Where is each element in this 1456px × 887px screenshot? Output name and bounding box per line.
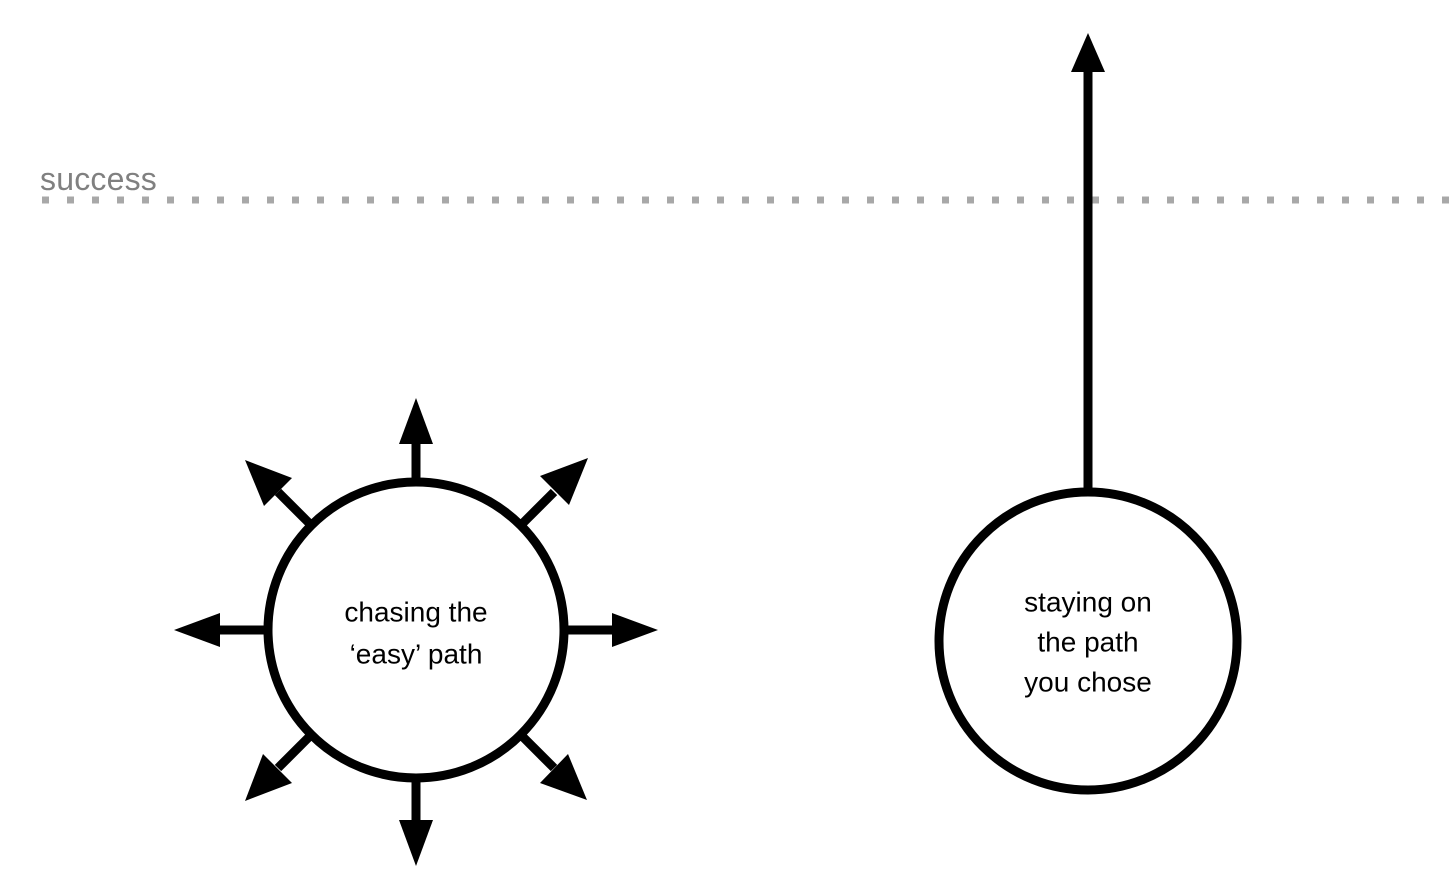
focused-node-label-line-3: you chose <box>1024 666 1152 697</box>
arrow-up-icon <box>399 398 433 482</box>
scattered-node-label-line-1: chasing the <box>344 596 487 627</box>
arrow-right-icon <box>564 613 658 647</box>
focused-node-label-line-1: staying on <box>1024 586 1152 617</box>
success-goal-group: success <box>40 161 1456 204</box>
focused-arrow-group <box>1071 33 1105 492</box>
scattered-node-circle <box>263 477 569 783</box>
arrow-left-icon <box>174 613 268 647</box>
scattered-arrows-group <box>174 398 658 866</box>
arrow-down-icon <box>399 778 433 866</box>
scattered-node-label-line-2: ‘easy’ path <box>350 638 483 669</box>
arrow-down-right-icon <box>517 731 587 800</box>
focused-node-circle <box>934 487 1242 795</box>
arrow-up-right-icon <box>517 458 588 529</box>
arrow-up-long-head-icon <box>1071 33 1105 72</box>
arrow-up-left-icon <box>245 460 315 529</box>
node-staying-on-the-path-you-chose: staying on the path you chose <box>934 33 1242 795</box>
focused-node-label-line-2: the path <box>1037 626 1138 657</box>
arrow-down-left-icon <box>245 731 315 801</box>
node-chasing-the-easy-path: chasing the ‘easy’ path <box>174 398 658 866</box>
success-label: success <box>40 161 157 197</box>
